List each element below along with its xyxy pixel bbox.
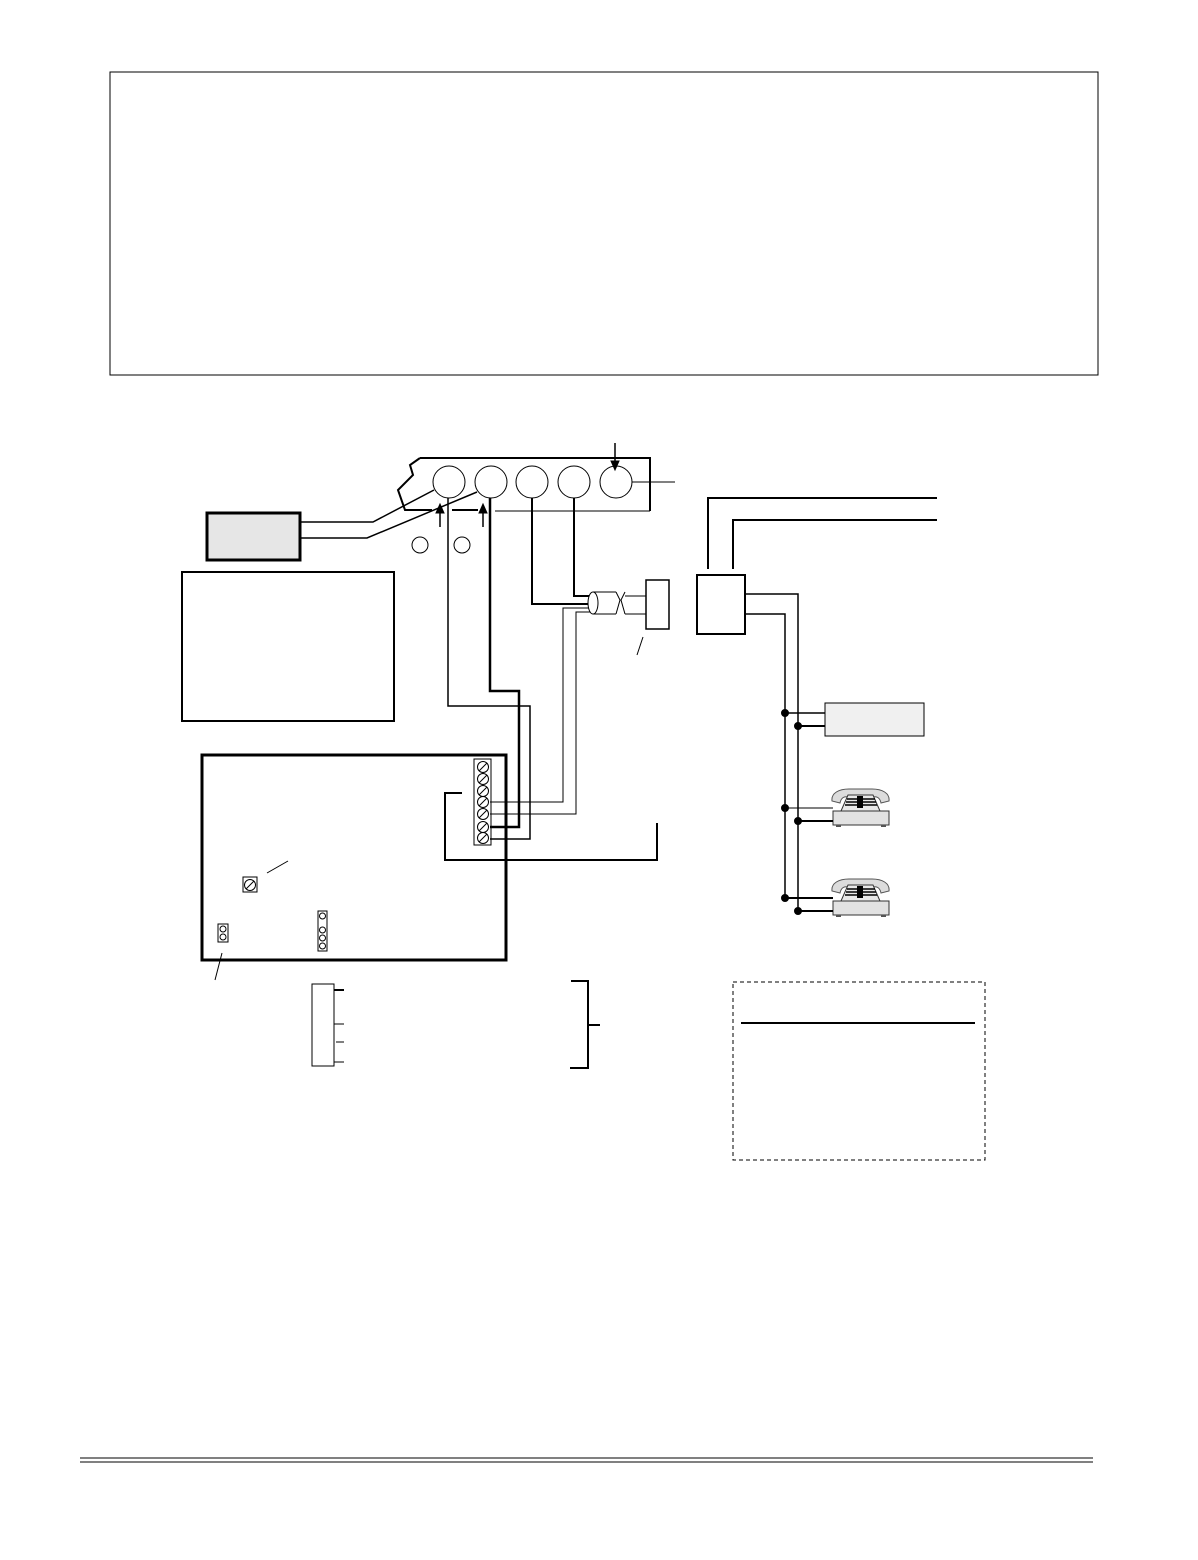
leader-line — [636, 636, 644, 656]
header-pins — [317, 910, 328, 952]
junction-dot — [794, 907, 802, 915]
junction-dot — [794, 817, 802, 825]
telephone-icon — [831, 788, 890, 828]
control-board — [200, 753, 508, 962]
wire — [490, 611, 590, 815]
screw-terminals — [477, 761, 489, 844]
brace — [570, 980, 589, 1069]
leader-line — [266, 860, 289, 874]
potentiometer — [242, 876, 258, 893]
arrow-up-icon — [478, 502, 488, 527]
bracket-line — [444, 792, 658, 861]
wire — [447, 498, 531, 840]
screw-icon — [477, 821, 489, 833]
connector-legend — [311, 983, 344, 1067]
premises-device — [824, 702, 925, 737]
terminal-5 — [599, 465, 633, 499]
terminal-1 — [432, 465, 466, 499]
wire — [488, 498, 521, 829]
cable — [587, 591, 646, 615]
junction-dot — [794, 722, 802, 730]
phone-jack-block — [696, 574, 746, 635]
junction-dot — [781, 804, 789, 812]
wire — [745, 593, 799, 912]
telephone-icon — [831, 878, 890, 918]
terminal-2 — [474, 465, 508, 499]
phone-line-wire — [732, 519, 937, 569]
terminal-block — [473, 758, 492, 846]
phone-line-wire — [707, 497, 937, 569]
screw-icon — [477, 785, 489, 797]
note-box — [181, 571, 395, 722]
mounting-hole — [411, 536, 429, 554]
junction-dot — [781, 894, 789, 902]
wire — [300, 489, 435, 523]
screw-icon — [477, 761, 489, 773]
transformer-module — [205, 511, 302, 562]
terminal-4 — [557, 465, 591, 499]
screw-icon — [477, 832, 489, 844]
wire — [745, 613, 786, 897]
wire — [573, 498, 590, 597]
wire — [300, 491, 478, 539]
leader-line — [214, 952, 223, 981]
text-frame — [109, 71, 1099, 376]
mounting-hole — [453, 536, 471, 554]
adjust-screw-icon — [244, 879, 256, 891]
arrow-down-icon — [610, 443, 620, 472]
screw-icon — [477, 796, 489, 808]
screw-icon — [477, 808, 489, 820]
screw-icon — [477, 773, 489, 785]
connector-plug — [645, 579, 670, 630]
jumper — [217, 923, 229, 943]
dashed-note-box — [732, 981, 986, 1161]
wire — [490, 607, 590, 803]
wire — [531, 498, 590, 605]
terminal-3 — [515, 465, 549, 499]
junction-dot — [781, 709, 789, 717]
terminal-strip — [396, 457, 675, 512]
